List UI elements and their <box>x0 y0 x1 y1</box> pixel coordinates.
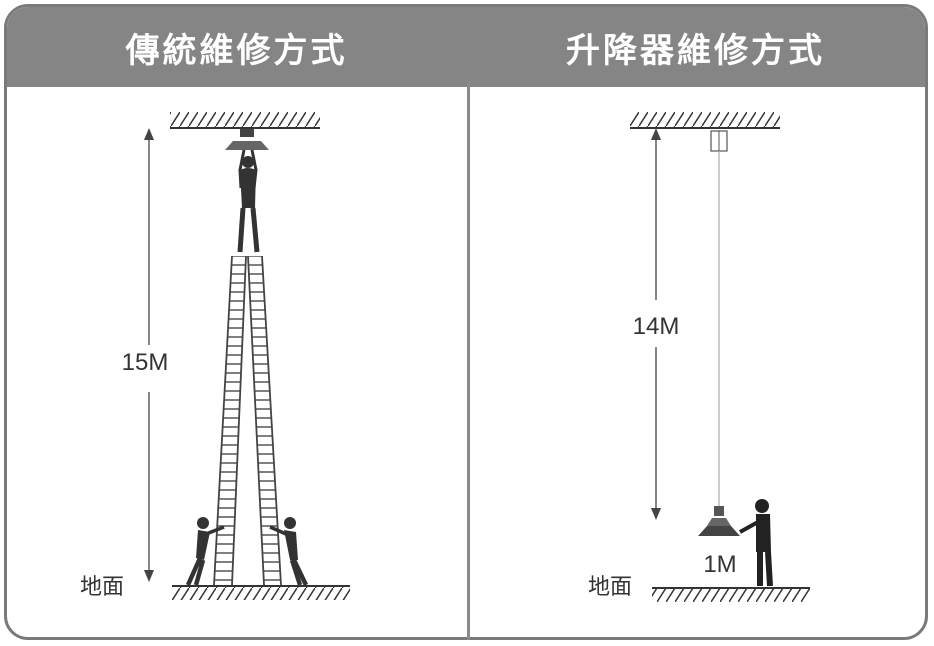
right-ceiling <box>630 112 780 129</box>
comparison-frame: 傳統維修方式 升降器維修方式 <box>4 4 928 640</box>
left-ceiling <box>170 112 320 129</box>
right-ground <box>652 587 810 602</box>
ground-label-right: 地面 <box>588 575 632 600</box>
lowered-lamp <box>698 506 740 536</box>
height-arrow-15m <box>144 128 154 582</box>
ground-label-left: 地面 <box>80 575 124 600</box>
height-arrow-14m <box>651 128 661 520</box>
height-label-15m: 15M <box>122 349 169 376</box>
lowered-height-label-1m: 1M <box>703 551 736 578</box>
maintenance-worker <box>739 499 773 587</box>
helper-left <box>185 517 225 586</box>
left-ceiling-lamp <box>225 129 269 150</box>
person-on-ladder <box>237 149 260 253</box>
lifter-method-title: 升降器維修方式 <box>566 30 825 71</box>
tall-ladder <box>213 255 282 586</box>
panel-divider <box>467 80 470 640</box>
header-bar: 傳統維修方式 升降器維修方式 <box>7 7 925 87</box>
lifter-winch <box>710 130 728 152</box>
height-label-14m: 14M <box>633 313 680 340</box>
helper-right <box>269 517 309 586</box>
traditional-method-title: 傳統維修方式 <box>125 30 348 71</box>
left-ground <box>172 585 350 600</box>
